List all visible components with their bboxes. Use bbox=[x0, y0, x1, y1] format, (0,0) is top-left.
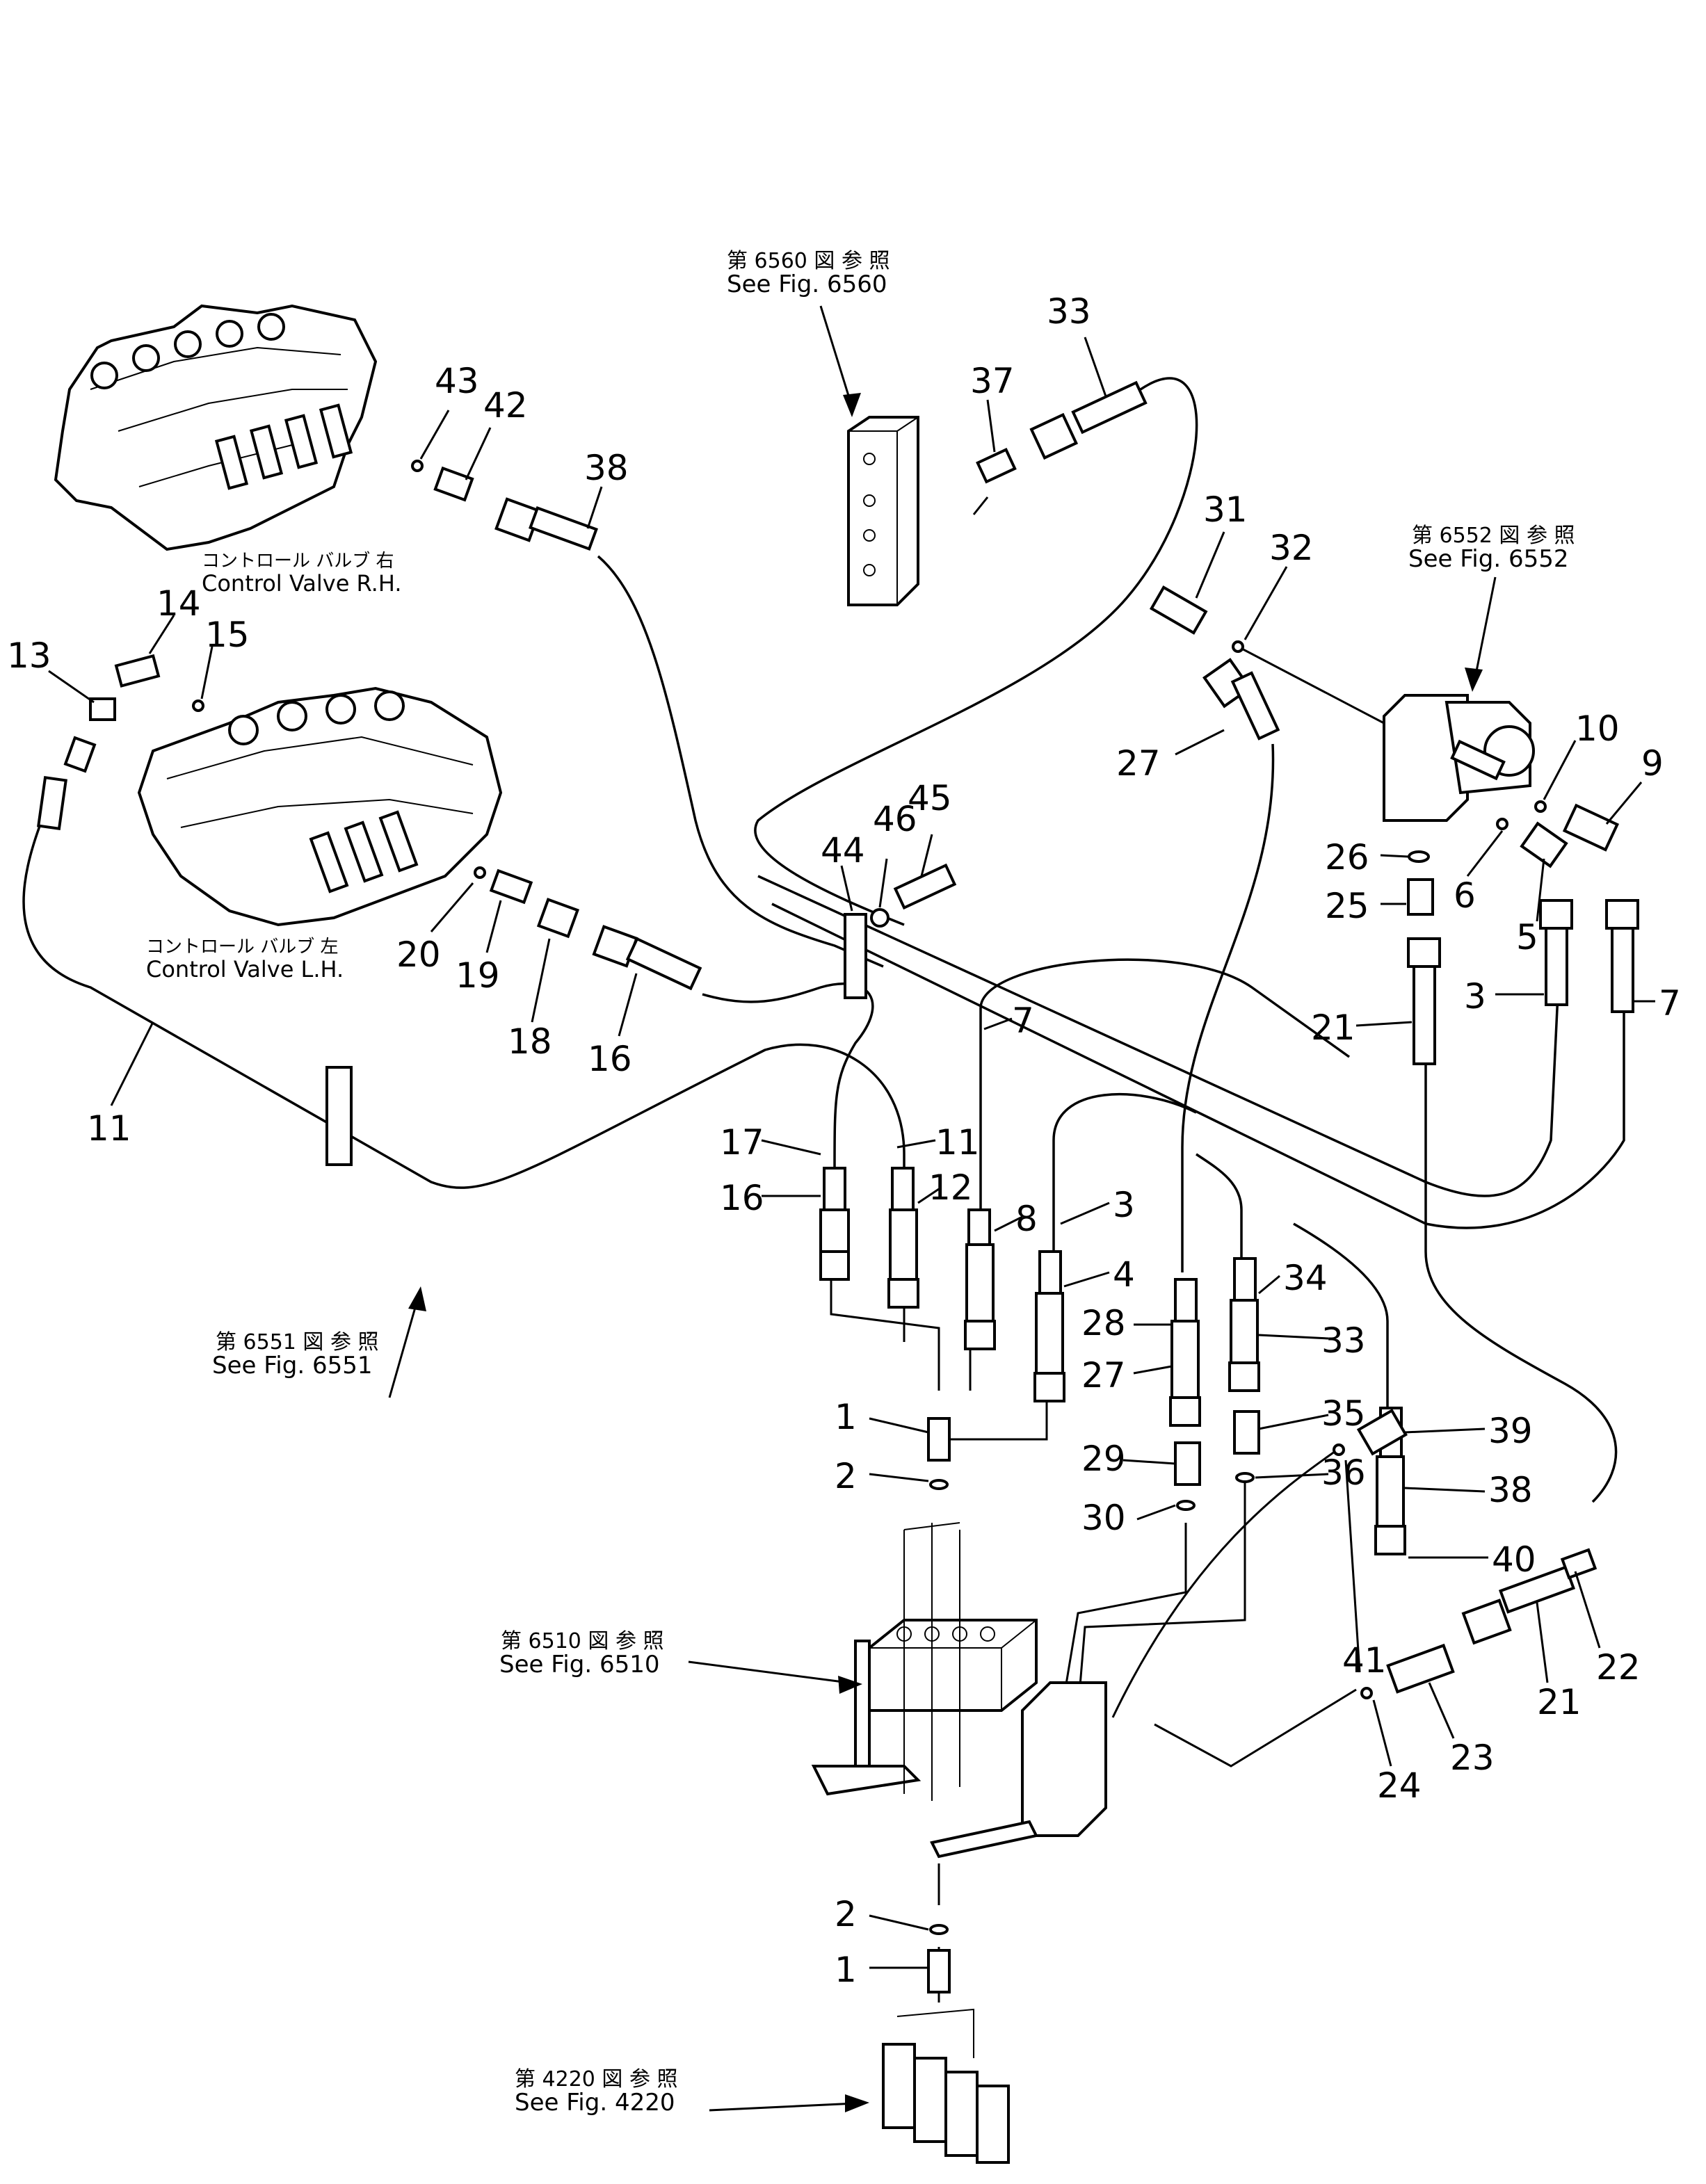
callout: 27 bbox=[1116, 743, 1161, 784]
fig4220-jp-label: 第 4220 図 参 照 bbox=[515, 2067, 678, 2092]
callout: 44 bbox=[821, 830, 865, 871]
callout: 33 bbox=[1321, 1320, 1366, 1361]
callout: 3 bbox=[1464, 976, 1486, 1017]
callout: 36 bbox=[1321, 1453, 1366, 1493]
callout: 23 bbox=[1450, 1738, 1495, 1778]
fig6560-jp-label: 第 6560 図 参 照 bbox=[727, 249, 890, 273]
callout: 43 bbox=[435, 361, 479, 401]
fig6551-arrow bbox=[388, 1300, 419, 1398]
callout: 20 bbox=[396, 935, 441, 975]
valve-lh-en-label: Control Valve L.H. bbox=[146, 956, 344, 982]
callout: 45 bbox=[908, 778, 952, 818]
callout: 12 bbox=[928, 1167, 973, 1208]
callout: 13 bbox=[7, 636, 51, 676]
fig6552-en-label: See Fig. 6552 bbox=[1408, 545, 1568, 573]
callout-numbers: 43 42 38 14 15 13 20 19 18 16 11 37 33 3… bbox=[7, 291, 1681, 1990]
callout: 40 bbox=[1492, 1539, 1536, 1580]
callout: 22 bbox=[1596, 1647, 1641, 1688]
callout: 41 bbox=[1342, 1640, 1387, 1681]
callout: 27 bbox=[1081, 1355, 1126, 1396]
fig6551-en-label: See Fig. 6551 bbox=[212, 1352, 372, 1380]
fig6510-jp-label: 第 6510 図 参 照 bbox=[501, 1629, 664, 1653]
callout: 34 bbox=[1283, 1258, 1328, 1298]
fig6510-arrow bbox=[688, 1660, 849, 1684]
manifold-6510 bbox=[811, 1522, 1107, 1859]
callout: 3 bbox=[1113, 1185, 1135, 1225]
callout: 25 bbox=[1325, 886, 1369, 926]
callout: 7 bbox=[1012, 1001, 1034, 1041]
fig6552-jp-label: 第 6552 図 参 照 bbox=[1412, 524, 1575, 548]
callout: 2 bbox=[835, 1894, 857, 1934]
callout: 46 bbox=[873, 799, 917, 839]
callout: 42 bbox=[483, 385, 528, 426]
callout: 4 bbox=[1113, 1254, 1135, 1295]
callout: 32 bbox=[1269, 528, 1314, 568]
tubes-4220 bbox=[882, 2008, 1010, 2164]
fig6560-arrow bbox=[819, 305, 853, 407]
control-valve-rh bbox=[54, 304, 378, 551]
callout: 9 bbox=[1641, 743, 1664, 784]
fig6510-en-label: See Fig. 6510 bbox=[499, 1651, 659, 1679]
callout: 38 bbox=[1488, 1470, 1533, 1510]
fittings bbox=[37, 380, 1639, 1993]
callout: 39 bbox=[1488, 1411, 1533, 1451]
callout: 11 bbox=[935, 1122, 980, 1163]
callout: 19 bbox=[456, 955, 500, 996]
callout: 28 bbox=[1081, 1303, 1126, 1343]
fig6551-jp-label: 第 6551 図 参 照 bbox=[216, 1330, 379, 1354]
fig4220-en-label: See Fig. 4220 bbox=[515, 2089, 675, 2117]
callout: 16 bbox=[588, 1039, 632, 1079]
callout: 21 bbox=[1311, 1008, 1355, 1048]
hose-routing bbox=[22, 377, 1625, 2003]
callout: 24 bbox=[1377, 1765, 1422, 1806]
block-6552 bbox=[1383, 694, 1535, 822]
callout: 35 bbox=[1321, 1393, 1366, 1434]
fig6560-en-label: See Fig. 6560 bbox=[727, 270, 887, 298]
callout: 37 bbox=[970, 361, 1015, 401]
callout: 14 bbox=[156, 583, 201, 624]
leader-lines bbox=[48, 337, 1655, 1969]
fig6552-arrow bbox=[1473, 576, 1497, 682]
control-valve-lh bbox=[137, 686, 503, 927]
callout: 31 bbox=[1203, 490, 1248, 530]
callout: 7 bbox=[1659, 983, 1681, 1024]
fig4220-arrow bbox=[709, 2102, 856, 2112]
callout: 1 bbox=[835, 1950, 857, 1990]
callout: 16 bbox=[720, 1178, 764, 1218]
callout: 2 bbox=[835, 1456, 857, 1496]
callout: 15 bbox=[205, 615, 250, 655]
callout: 26 bbox=[1325, 837, 1369, 877]
callout: 29 bbox=[1081, 1439, 1126, 1479]
valve-rh-jp-label: コントロール バルブ 右 bbox=[202, 551, 394, 572]
callout: 17 bbox=[720, 1122, 764, 1163]
callout: 21 bbox=[1537, 1682, 1582, 1722]
block-6560 bbox=[847, 416, 919, 606]
callout: 33 bbox=[1047, 291, 1091, 332]
callout: 5 bbox=[1516, 917, 1538, 957]
callout: 10 bbox=[1575, 709, 1620, 749]
valve-rh-en-label: Control Valve R.H. bbox=[202, 570, 401, 597]
callout: 8 bbox=[1015, 1199, 1038, 1239]
callout: 11 bbox=[87, 1108, 131, 1149]
callout: 6 bbox=[1454, 875, 1476, 916]
callout: 1 bbox=[835, 1397, 857, 1437]
callout: 38 bbox=[584, 448, 629, 488]
valve-lh-jp-label: コントロール バルブ 左 bbox=[146, 937, 339, 957]
callout: 18 bbox=[508, 1021, 552, 1062]
callout: 30 bbox=[1081, 1498, 1126, 1538]
